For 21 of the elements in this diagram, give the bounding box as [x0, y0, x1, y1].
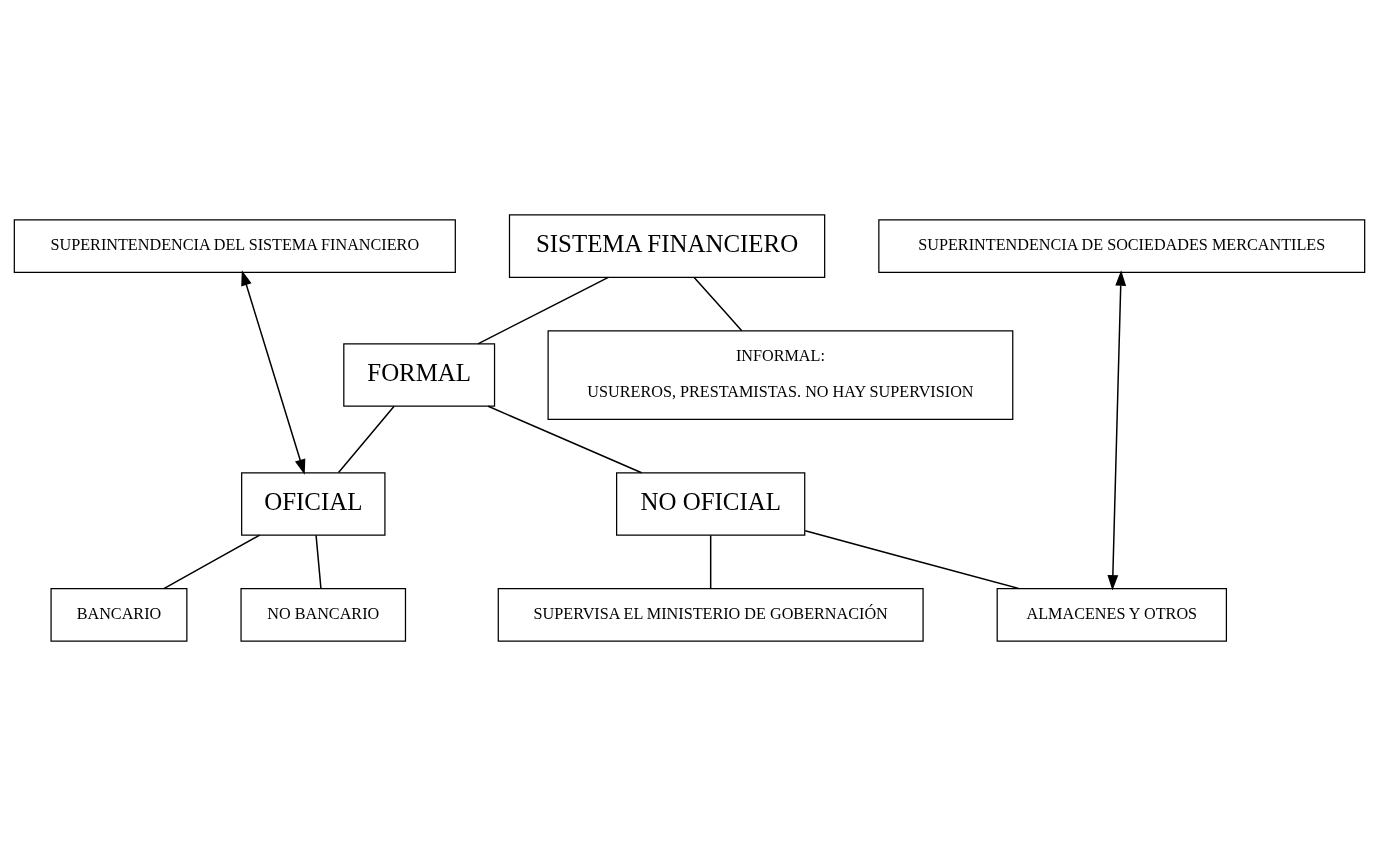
node-box: SISTEMA FINANCIERO [508, 213, 826, 278]
node-box: SUPERINTENDENCIA DE SOCIEDADES MERCANTILES [878, 218, 1366, 273]
connector [477, 276, 610, 345]
node-box: BANCARIO [50, 587, 188, 642]
connector [163, 533, 261, 589]
arrow [241, 269, 306, 475]
connector [804, 529, 1020, 589]
node-box: OFICIAL [241, 471, 386, 536]
node-box: SUPERVISA EL MINISTERIO DE GOBERNACIÓN [497, 587, 924, 642]
connector [337, 405, 395, 473]
node-box: SUPERINTENDENCIA DEL SISTEMA FINANCIERO [13, 218, 456, 273]
node-box: NO BANCARIO [240, 587, 407, 642]
connector [693, 276, 743, 331]
connector [487, 405, 643, 473]
connector [709, 534, 712, 589]
node-box: INFORMAL: USUREROS, PRESTAMISTAS. NO HAY SUPERVISION [547, 329, 1014, 420]
arrow [1107, 269, 1127, 590]
node-box: FORMAL [343, 342, 496, 407]
node-box: ALMACENES Y OTROS [996, 587, 1228, 642]
connector [315, 534, 322, 589]
node-box: NO OFICIAL [616, 471, 806, 536]
